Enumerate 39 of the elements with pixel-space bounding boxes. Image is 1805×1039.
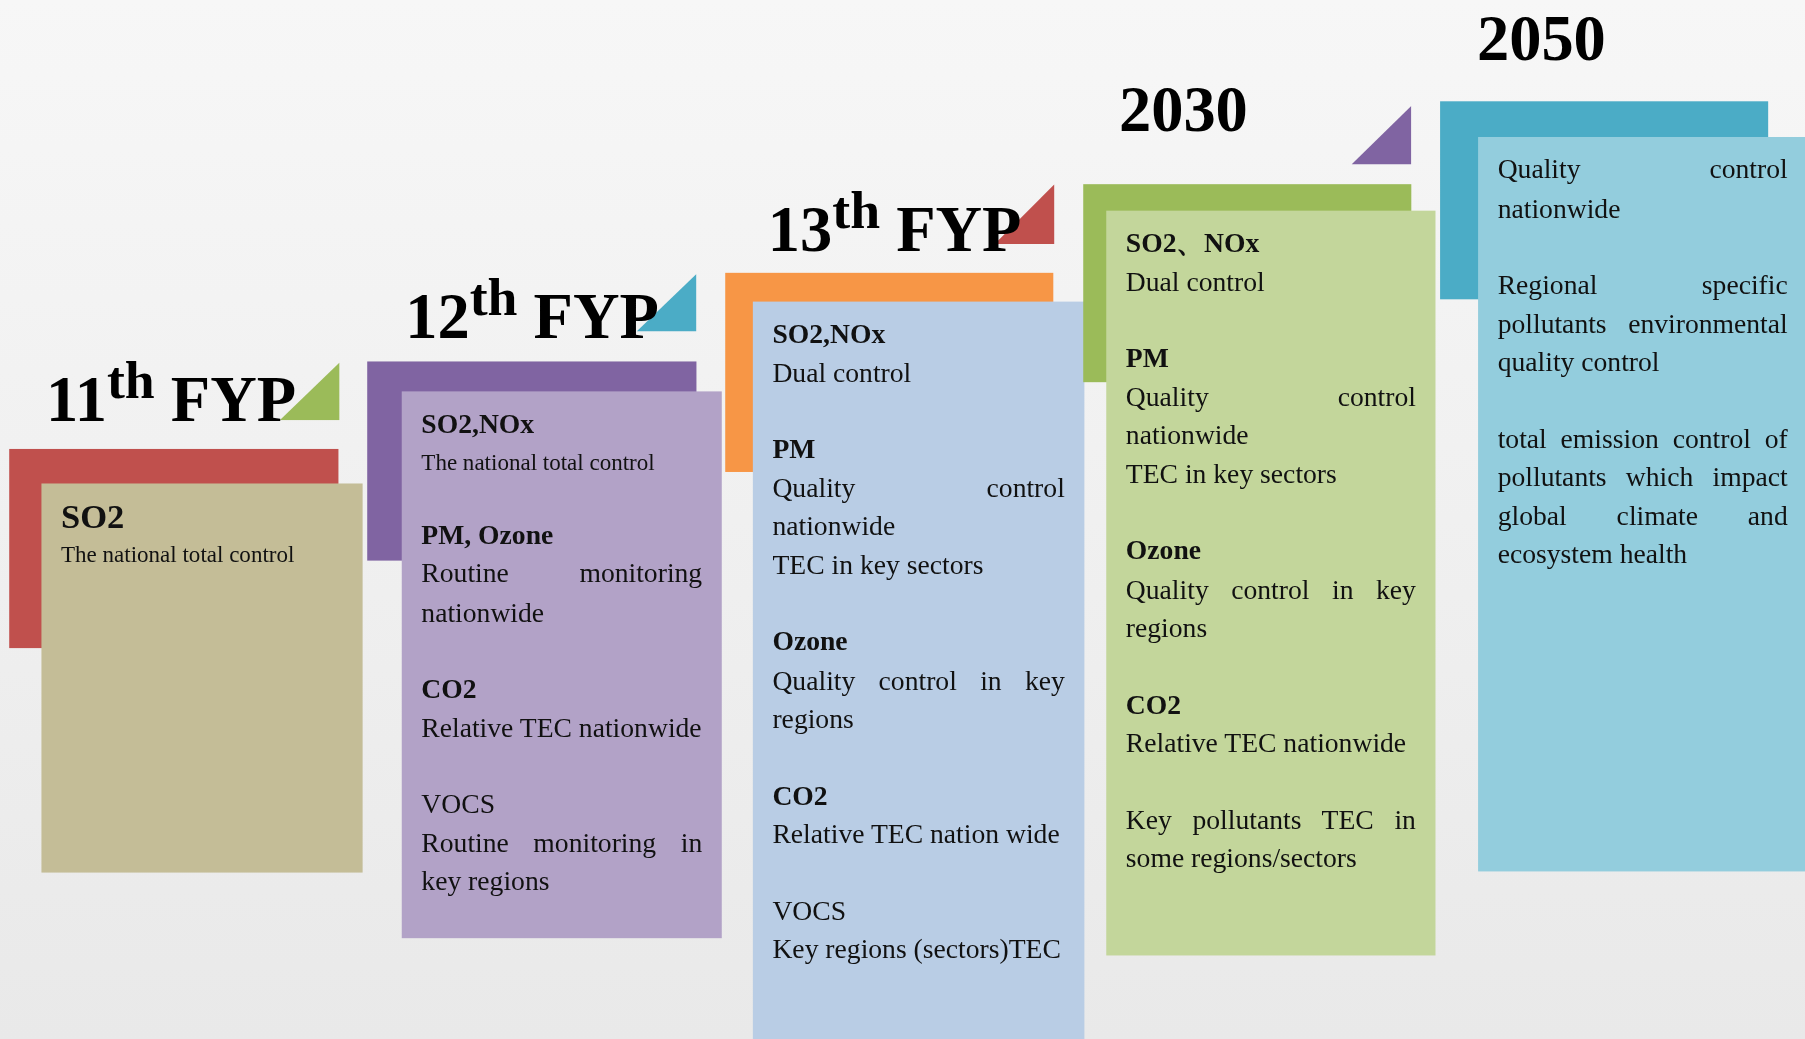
control-description: Key pollutants TEC in some regions/sectors	[1125, 803, 1416, 875]
year-heading: 12$^{th}$ FYP	[405, 266, 659, 351]
control-description: Quality control in key regions	[1125, 572, 1416, 645]
control-description: TEC in key sectors	[1125, 457, 1338, 491]
pollutant-heading: CO2	[1125, 687, 1183, 721]
pollutant-heading: Ozone	[772, 625, 849, 659]
control-description: Quality control in key regions	[772, 663, 1065, 736]
control-description: VOCS	[421, 787, 497, 821]
control-description: The national total control	[421, 447, 656, 476]
control-description: The national total control	[61, 539, 296, 568]
control-description: Quality control nationwide	[1125, 380, 1416, 453]
control-description: total emission control of pollutants which impact global climate and ecosystem health	[1497, 422, 1788, 571]
control-description: Routine monitoring in key regions	[421, 826, 703, 898]
pollutant-heading: CO2	[421, 672, 478, 706]
control-description: Dual control	[1125, 265, 1266, 299]
year-heading: 2050	[1476, 3, 1606, 73]
pollutant-heading: SO2、NOx	[1125, 226, 1261, 260]
pollutant-heading: SO2,NOx	[421, 407, 536, 441]
control-description: Dual control	[772, 356, 913, 390]
control-description: Key regions (sectors)TEC	[772, 932, 1062, 966]
pollutant-heading: SO2	[61, 497, 126, 536]
pollutant-heading: CO2	[772, 778, 829, 812]
control-description: TEC in key sectors	[772, 548, 985, 582]
year-heading: 11$^{th}$ FYP	[46, 348, 297, 434]
control-description: Regional specific pollutants environmental quality control	[1497, 268, 1788, 379]
control-description: Quality control nationwide	[772, 471, 1065, 544]
control-description: Relative TEC nationwide	[1125, 726, 1408, 760]
control-description: Relative TEC nation wide	[772, 817, 1061, 851]
control-description: Quality control nationwide	[1497, 153, 1788, 225]
control-description: Routine monitoring nationwide	[421, 557, 703, 629]
year-heading: 2030	[1118, 74, 1248, 144]
pollutant-heading: SO2,NOx	[772, 317, 887, 351]
pollutant-heading: Ozone	[1125, 534, 1203, 568]
pollutant-heading: PM	[1125, 342, 1170, 375]
year-heading: 13$^{th}$ FYP	[767, 178, 1022, 264]
pollutant-heading: PM, Ozone	[421, 518, 555, 552]
pollutant-heading: PM	[772, 433, 817, 466]
control-description: VOCS	[772, 894, 848, 927]
control-description: Relative TEC nationwide	[421, 711, 703, 744]
